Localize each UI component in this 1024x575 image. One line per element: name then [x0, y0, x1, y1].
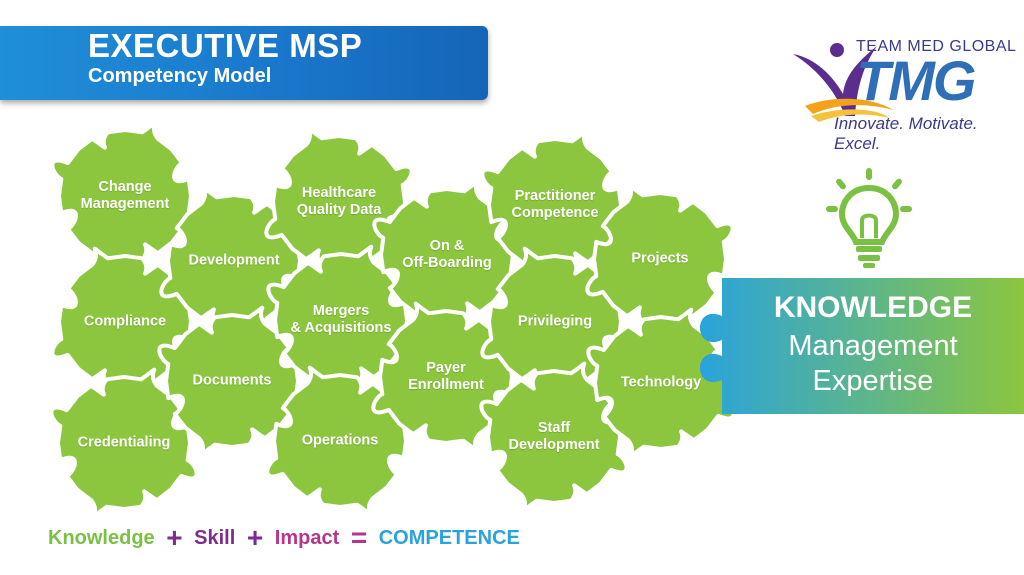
- piece-privileging: Privileging: [517, 313, 593, 330]
- formula-plus-1: +: [166, 521, 183, 553]
- piece-development: Development: [188, 252, 280, 269]
- formula-skill: Skill: [194, 526, 236, 549]
- piece-documents: Documents: [192, 372, 272, 389]
- puzzle-piece-shape-mergers-acquisitions: [266, 244, 416, 396]
- logo-mark: TMG: [856, 49, 976, 112]
- piece-technology: Technology: [620, 374, 702, 391]
- page-title: EXECUTIVE MSP: [88, 27, 363, 64]
- lightbulb-icon: [826, 168, 912, 268]
- page-subtitle: Competency Model: [88, 65, 272, 87]
- knowledge-line-expertise: Expertise: [812, 365, 934, 397]
- piece-projects: Projects: [631, 250, 689, 267]
- competence-formula: Knowledge + Skill + Impact = COMPETENCE: [48, 521, 520, 553]
- title-banner: [0, 26, 488, 100]
- logo-tagline: Innovate. Motivate. Excel.: [834, 114, 978, 153]
- knowledge-title: KNOWLEDGE: [773, 291, 973, 324]
- puzzle-piece-shape-documents: [157, 305, 307, 457]
- piece-on-off-boarding: On &Off-Boarding: [402, 238, 492, 271]
- formula-equals: =: [350, 521, 368, 553]
- piece-operations: Operations: [301, 432, 379, 449]
- formula-knowledge: Knowledge: [48, 526, 155, 549]
- logo-company-name: TEAM MED GLOBAL: [856, 38, 1017, 55]
- puzzle-piece-shape-technology: [586, 307, 736, 459]
- piece-mergers-acquisitions: Mergers& Acquisitions: [290, 303, 392, 336]
- tmg-logo-icon: [793, 43, 893, 122]
- formula-impact: Impact: [274, 526, 340, 549]
- puzzle-piece-shape-credentialing: [49, 367, 199, 519]
- piece-credentialing: Credentialing: [77, 434, 171, 451]
- formula-plus-2: +: [246, 521, 264, 553]
- puzzle-piece-shape-change-management: [50, 120, 200, 272]
- knowledge-line-management: Management: [788, 330, 958, 362]
- puzzle-piece-shape-staff-development: [479, 361, 629, 513]
- formula-competence: COMPETENCE: [378, 526, 520, 549]
- puzzle-piece-shape-practitioner-competence: [480, 129, 630, 281]
- knowledge-box-shape: [700, 278, 1024, 414]
- piece-compliance: Compliance: [83, 313, 167, 330]
- puzzle-piece-shape-on-off-boarding: [372, 179, 522, 331]
